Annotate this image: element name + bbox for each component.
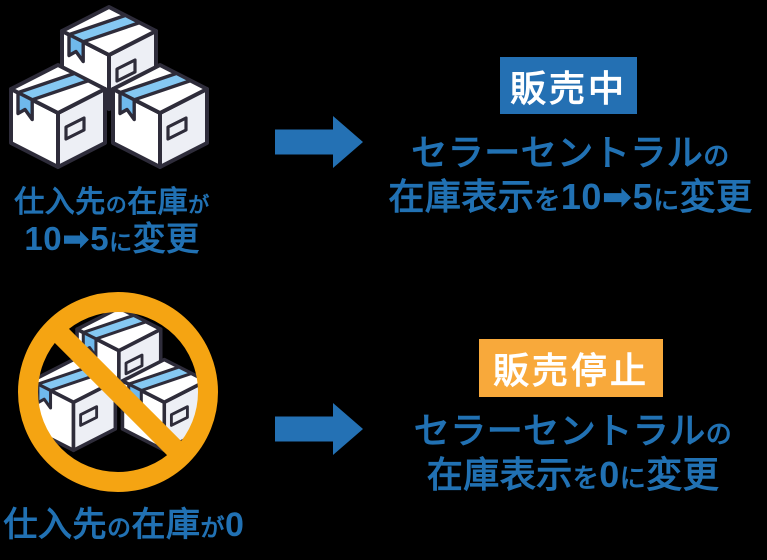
text-segment: 変更 <box>646 453 720 495</box>
text-segment: の <box>105 194 128 217</box>
stacked-boxes-icon <box>2 2 214 174</box>
text-segment: 在庫表示 <box>388 175 535 217</box>
prohibition-slash <box>47 321 189 463</box>
prohibition-ring <box>18 292 218 492</box>
text-segment: が <box>188 194 210 217</box>
text-segment: 5 <box>90 220 110 258</box>
text-segment: 0 <box>225 506 245 544</box>
seller-central-result-top: セラーセントラルの 在庫表示を10➡5に変更 <box>374 131 767 219</box>
text-segment: 在庫 <box>127 186 189 219</box>
text-segment: が <box>200 515 226 542</box>
text-segment: を <box>534 184 561 215</box>
result-line: 在庫表示を0に変更 <box>390 453 756 497</box>
text-segment: 変更 <box>679 175 753 217</box>
text-segment: に <box>619 462 647 493</box>
text-segment: 5 <box>632 175 654 217</box>
text-segment: 10 <box>560 175 602 217</box>
badge-label: 販売中 <box>509 67 627 109</box>
text-segment: を <box>572 462 600 493</box>
text-segment: 在庫表示 <box>426 453 573 495</box>
badge-label: 販売停止 <box>492 350 649 391</box>
supplier-stock-caption-bottom: 仕入先の在庫が0 <box>0 505 248 545</box>
text-segment: 変更 <box>132 220 200 258</box>
right-arrow-icon <box>275 116 363 168</box>
caption-line: 10➡5に変更 <box>0 220 224 259</box>
text-segment: 0 <box>599 453 620 495</box>
text-segment: 仕入先 <box>3 506 108 544</box>
prohibited-boxes-icon <box>14 287 222 498</box>
result-line: 在庫表示を10➡5に変更 <box>374 175 767 219</box>
text-segment: 在庫 <box>131 506 201 544</box>
text-segment: ➡ <box>601 175 633 217</box>
text-segment: に <box>653 184 680 215</box>
caption-line: 仕入先の在庫が0 <box>0 505 248 545</box>
result-line: セラーセントラルの <box>390 409 756 453</box>
text-segment: ➡ <box>62 220 91 258</box>
text-segment: の <box>703 141 730 171</box>
text-segment: の <box>705 419 733 449</box>
text-segment: に <box>109 229 133 256</box>
right-arrow-icon <box>275 403 363 455</box>
text-segment: の <box>107 515 132 542</box>
text-segment: 仕入先 <box>14 186 106 219</box>
supplier-stock-caption-top: 仕入先の在庫が 10➡5に変更 <box>0 185 224 259</box>
seller-central-result-bottom: セラーセントラルの 在庫表示を0に変更 <box>390 409 756 497</box>
status-badge-selling: 販売中 <box>500 57 637 114</box>
result-line: セラーセントラルの <box>374 131 767 175</box>
text-segment: 10 <box>24 220 63 258</box>
status-badge-stopped: 販売停止 <box>479 339 663 397</box>
caption-line: 仕入先の在庫が <box>0 185 224 220</box>
text-segment: セラーセントラル <box>413 410 706 451</box>
text-segment: セラーセントラル <box>411 132 704 173</box>
